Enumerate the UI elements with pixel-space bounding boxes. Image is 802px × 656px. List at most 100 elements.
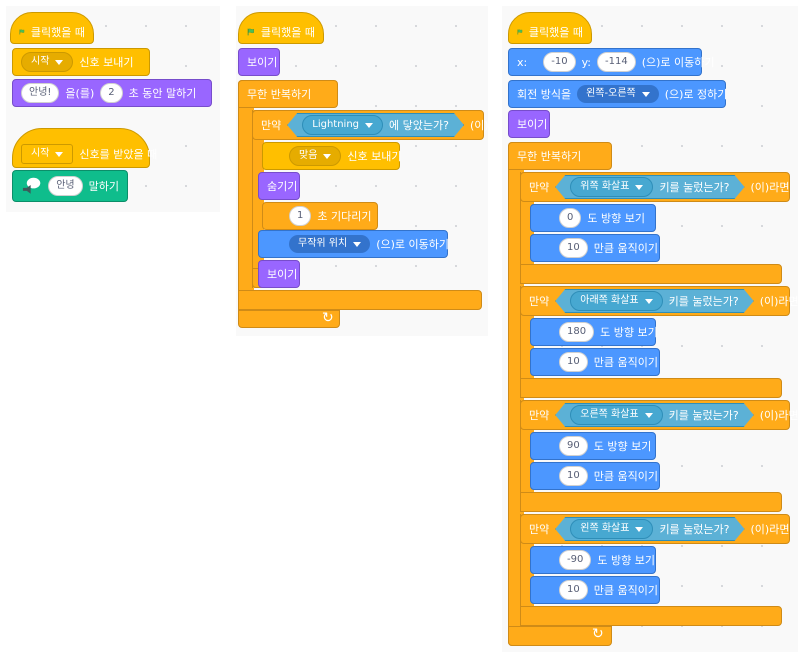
if-key-block[interactable]: 만약 아래쪽 화살표 키를 눌렀는가? (이)라면 [520,286,799,316]
hat-label: 클릭했을 때 [260,26,315,39]
x-label: x: [517,55,528,69]
key-dropdown[interactable]: 왼쪽 화살표 [570,519,653,539]
when-flag-clicked-hat-3[interactable]: 클릭했을 때 [508,12,592,44]
point-label: 도 방향 보기 [593,440,652,453]
point-direction-block[interactable]: -90 도 방향 보기 [530,546,656,574]
point-direction-block[interactable]: 0 도 방향 보기 [530,204,656,232]
then-label: (이)라면 [469,119,509,132]
steps-input[interactable]: 10 [559,352,588,372]
when-flag-clicked-hat-2[interactable]: 클릭했을 때 [238,12,324,44]
key-pressed-label: 키를 눌렀는가? [659,523,730,536]
hide-label: 숨기기 [267,180,298,193]
wait-label: 초 기다리기 [317,210,372,223]
steps-input[interactable]: 10 [559,238,588,258]
chevron-down-icon [365,123,373,128]
when-flag-clicked-hat-1[interactable]: 클릭했을 때 [10,12,94,44]
forever-block[interactable]: 무한 반복하기 [508,142,612,170]
then-label: (이)라면 [759,409,799,422]
say-for-secs-block[interactable]: 안녕! 을(를) 2 초 동안 말하기 [12,79,212,107]
direction-input[interactable]: 0 [559,208,582,228]
if-bottom [520,378,782,398]
goto-xy-block[interactable]: x: -10 y: -114 (으)로 이동하기 [508,48,715,76]
set-rotation-style-block[interactable]: 회전 방식을 왼쪽-오른쪽 (으)로 정하기 [508,80,728,108]
point-direction-block[interactable]: 90 도 방향 보기 [530,432,656,460]
direction-input[interactable]: -90 [559,550,592,570]
say-text-input[interactable]: 안녕! [21,83,60,103]
direction-input[interactable]: 90 [559,436,588,456]
broadcast-message-dropdown[interactable]: 맞음 [289,146,342,166]
chevron-down-icon [635,185,643,190]
key-name: 위쪽 화살표 [580,181,630,192]
if-label: 만약 [529,523,550,536]
if-label: 만약 [529,295,550,308]
rotation-suffix: (으)로 정하기 [664,88,728,101]
forever-arm [238,80,254,326]
touching-object-dropdown[interactable]: Lightning [302,115,383,135]
wait-secs-input[interactable]: 1 [289,206,312,226]
key-name: 왼쪽 화살표 [580,523,630,534]
key-pressed-condition[interactable]: 위쪽 화살표 키를 눌렀는가? [555,175,744,199]
key-dropdown[interactable]: 오른쪽 화살표 [570,405,662,425]
touching-condition[interactable]: Lightning 에 닿았는가? [287,113,464,137]
key-dropdown[interactable]: 아래쪽 화살표 [570,291,662,311]
move-steps-block[interactable]: 10 만큼 움직이기 [530,462,660,490]
if-key-block[interactable]: 만약 위쪽 화살표 키를 눌렀는가? (이)라면 [520,172,790,202]
loop-arrow-icon: ↻ [322,310,334,326]
if-block[interactable]: 만약 Lightning 에 닿았는가? (이)라면 [252,110,509,140]
rotation-style-dropdown[interactable]: 왼쪽-오른쪽 [577,85,659,103]
broadcast-message-dropdown[interactable]: 시작 [21,52,74,72]
move-label: 만큼 움직이기 [593,584,658,597]
goto-label: (으)로 이동하기 [376,238,449,251]
chevron-down-icon [353,241,362,247]
show-block-3[interactable]: 보이기 [508,110,550,138]
key-pressed-condition[interactable]: 아래쪽 화살표 키를 눌렀는가? [555,289,753,313]
say-secs-input[interactable]: 2 [100,83,123,103]
steps-input[interactable]: 10 [559,580,588,600]
broadcast-block-2[interactable]: 맞음 신호 보내기 [262,142,402,170]
show-block-1[interactable]: 보이기 [238,48,280,76]
move-steps-block[interactable]: 10 만큼 움직이기 [530,576,660,604]
receive-message-dropdown[interactable]: 시작 [21,144,74,164]
then-label: (이)라면 [759,295,799,308]
move-steps-block[interactable]: 10 만큼 움직이기 [530,234,660,262]
wait-block[interactable]: 1 초 기다리기 [262,202,378,230]
if-key-block[interactable]: 만약 오른쪽 화살표 키를 눌렀는가? (이)라면 [520,400,799,430]
forever-block[interactable]: 무한 반복하기 [238,80,338,108]
point-label: 도 방향 보기 [600,326,658,339]
if-key-block[interactable]: 만약 왼쪽 화살표 키를 눌렀는가? (이)라면 [520,514,790,544]
goto-random-block[interactable]: 무작위 위치 (으)로 이동하기 [258,230,449,258]
broadcast-label: 신호 보내기 [79,56,134,69]
goto-target-dropdown[interactable]: 무작위 위치 [289,235,371,253]
show-label: 보이기 [267,268,298,281]
key-pressed-condition[interactable]: 왼쪽 화살표 키를 눌렀는가? [555,517,744,541]
chevron-down-icon [55,59,64,65]
then-label: (이)라면 [750,181,790,194]
when-i-receive-hat[interactable]: 시작 신호를 받았을 때 [12,128,157,168]
direction-input[interactable]: 180 [559,322,595,342]
steps-input[interactable]: 10 [559,466,588,486]
then-label: (이)라면 [750,523,790,536]
key-name: 아래쪽 화살표 [580,295,639,306]
x-input[interactable]: -10 [543,52,576,72]
speak-label: 말하기 [88,180,119,193]
move-label: 만큼 움직이기 [593,242,658,255]
chevron-down-icon [635,527,643,532]
hide-block[interactable]: 숨기기 [258,172,300,200]
key-pressed-condition[interactable]: 오른쪽 화살표 키를 눌렀는가? [555,403,753,427]
point-direction-block[interactable]: 180 도 방향 보기 [530,318,658,346]
speech-bubble-icon [22,177,41,194]
key-dropdown[interactable]: 위쪽 화살표 [570,177,653,197]
key-pressed-label: 키를 눌렀는가? [668,295,739,308]
green-flag-icon [517,29,523,35]
key-name: 오른쪽 화살표 [580,409,639,420]
y-input[interactable]: -114 [596,52,636,72]
speak-block[interactable]: 안녕 말하기 [12,170,128,202]
forever-bottom [238,290,482,310]
broadcast-block-1[interactable]: 시작 신호 보내기 [12,48,150,76]
speak-text-input[interactable]: 안녕 [48,176,83,196]
hat-label: 클릭했을 때 [528,26,583,39]
move-steps-block[interactable]: 10 만큼 움직이기 [530,348,660,376]
show-block-2[interactable]: 보이기 [258,260,300,288]
if-bottom [520,492,782,512]
chevron-down-icon [645,299,653,304]
